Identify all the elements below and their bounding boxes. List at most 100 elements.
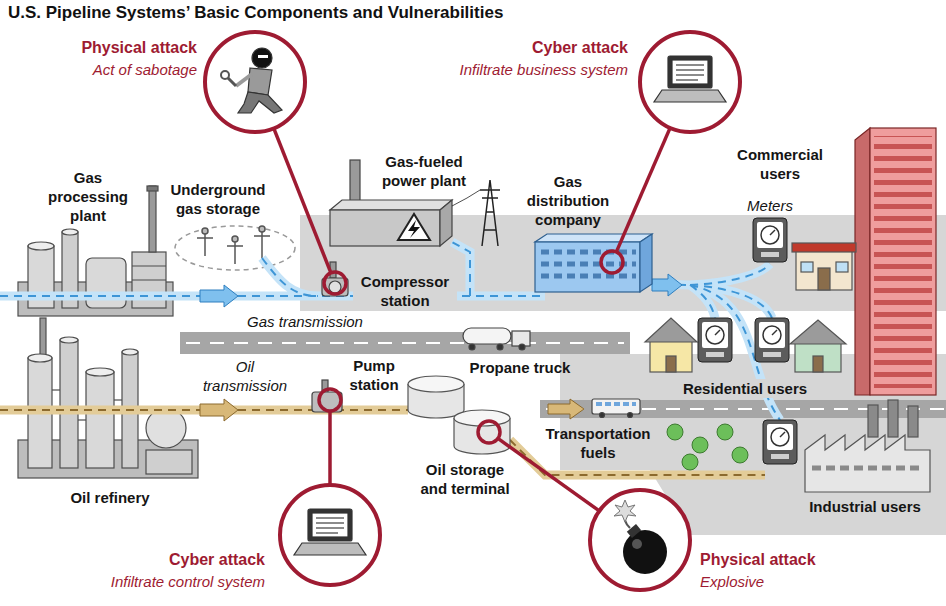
callout-subtitle: Infiltrate business system	[460, 60, 628, 80]
figure-title: U.S. Pipeline Systems’ Basic Components …	[8, 3, 503, 23]
leader-line	[601, 251, 623, 273]
component-label: Gas processing plant	[36, 168, 140, 225]
gas-processing-plant	[149, 186, 156, 252]
callout-background	[207, 34, 303, 130]
house	[666, 356, 676, 372]
saboteur-icon	[221, 48, 282, 113]
house	[790, 320, 846, 344]
component-label: Residential users	[681, 379, 809, 398]
commercial-building	[836, 262, 848, 272]
callout-subtitle: Infiltrate control system	[111, 572, 265, 592]
oil-refinery	[86, 368, 114, 376]
oil-refinery	[18, 318, 198, 478]
component-label: Gas-fueled power plant	[374, 152, 474, 190]
callout-ring	[205, 32, 305, 132]
leader-line	[328, 411, 332, 485]
gas-processing-plant	[132, 265, 166, 266]
saboteur-icon	[236, 74, 252, 86]
gas-processing-plant	[132, 279, 166, 280]
component-label: Oil transmission	[193, 357, 297, 395]
oil-refinery	[146, 450, 192, 474]
laptop-icon	[312, 513, 348, 537]
component-label: Oil storage and terminal	[413, 460, 517, 498]
callout-circle: Cyber attackInfiltrate business system	[638, 30, 742, 134]
callout-ring	[278, 483, 382, 587]
underground-gas-storage	[175, 226, 295, 270]
laptop-icon	[668, 56, 712, 88]
factory	[908, 406, 918, 437]
compressor-station	[322, 262, 348, 296]
leader-line	[319, 389, 341, 411]
power-plant	[398, 214, 430, 240]
callout-background	[592, 492, 688, 588]
callout-subtitle: Act of sabotage	[93, 60, 197, 80]
laptop-icon	[308, 509, 352, 541]
oil-storage-tank	[408, 376, 464, 392]
pump-station	[312, 380, 342, 412]
component-label: Gas transmission	[245, 312, 365, 331]
bus	[628, 413, 633, 418]
callout-background	[642, 34, 738, 130]
office-tower	[870, 128, 936, 395]
callout-circle: Physical attackAct of sabotage	[203, 30, 307, 134]
gas-distribution-building	[640, 234, 652, 292]
gas-meter	[698, 318, 732, 362]
laptop-icon	[654, 56, 726, 102]
power-plant	[330, 210, 440, 246]
gas-distribution-building	[541, 274, 636, 279]
road	[180, 332, 946, 418]
oil-refinery	[40, 318, 46, 358]
bomb-icon	[614, 500, 667, 574]
gas-processing-plant	[147, 186, 158, 191]
gas-distribution-building	[535, 234, 652, 292]
gas-pipeline	[0, 242, 780, 420]
leader-line	[616, 128, 670, 252]
bomb-icon	[623, 530, 667, 574]
component-label: Oil refinery	[68, 488, 151, 507]
callout-heading: Physical attack	[700, 550, 816, 570]
underground-gas-storage	[202, 228, 208, 234]
house	[650, 340, 692, 372]
power-plant	[330, 200, 452, 210]
callout-background	[282, 487, 378, 583]
underground-gas-storage	[254, 235, 270, 237]
oil-refinery	[114, 399, 122, 400]
tree	[717, 424, 733, 440]
oil-refinery	[28, 354, 52, 362]
road	[180, 332, 630, 354]
tree	[667, 424, 683, 440]
commercial-building	[792, 243, 856, 252]
gas-pipeline	[0, 242, 780, 420]
factory	[812, 466, 924, 471]
component-label: Transportation fuels	[536, 424, 660, 462]
oil-flow-arrow	[200, 399, 238, 421]
factory	[805, 400, 930, 492]
oil-refinery	[122, 349, 138, 355]
oil-refinery	[86, 372, 114, 468]
component-label: Propane truck	[468, 358, 573, 377]
callout-ring	[280, 485, 380, 585]
oil-flow-arrow	[200, 399, 584, 421]
saboteur-icon	[248, 68, 272, 95]
oil-flow-arrow	[548, 399, 584, 419]
factory	[888, 400, 898, 437]
bus	[592, 399, 640, 418]
house	[795, 342, 841, 372]
office-tower	[855, 128, 870, 395]
oil-refinery	[60, 337, 78, 343]
laptop-icon	[294, 509, 366, 555]
callout-background	[207, 34, 738, 588]
laptop-icon	[676, 65, 704, 80]
road	[540, 400, 946, 418]
component-label: Underground gas storage	[161, 180, 275, 218]
gas-flow-arrow	[652, 274, 682, 296]
factory	[805, 435, 930, 492]
laptop-icon	[316, 518, 344, 533]
gas-distribution-building	[541, 250, 636, 255]
gas-flow-arrow	[200, 285, 238, 307]
oil-pipeline	[0, 410, 765, 475]
gas-processing-plant	[28, 242, 54, 250]
gas-processing-plant	[62, 229, 78, 235]
oil-storage-tank	[408, 376, 510, 454]
